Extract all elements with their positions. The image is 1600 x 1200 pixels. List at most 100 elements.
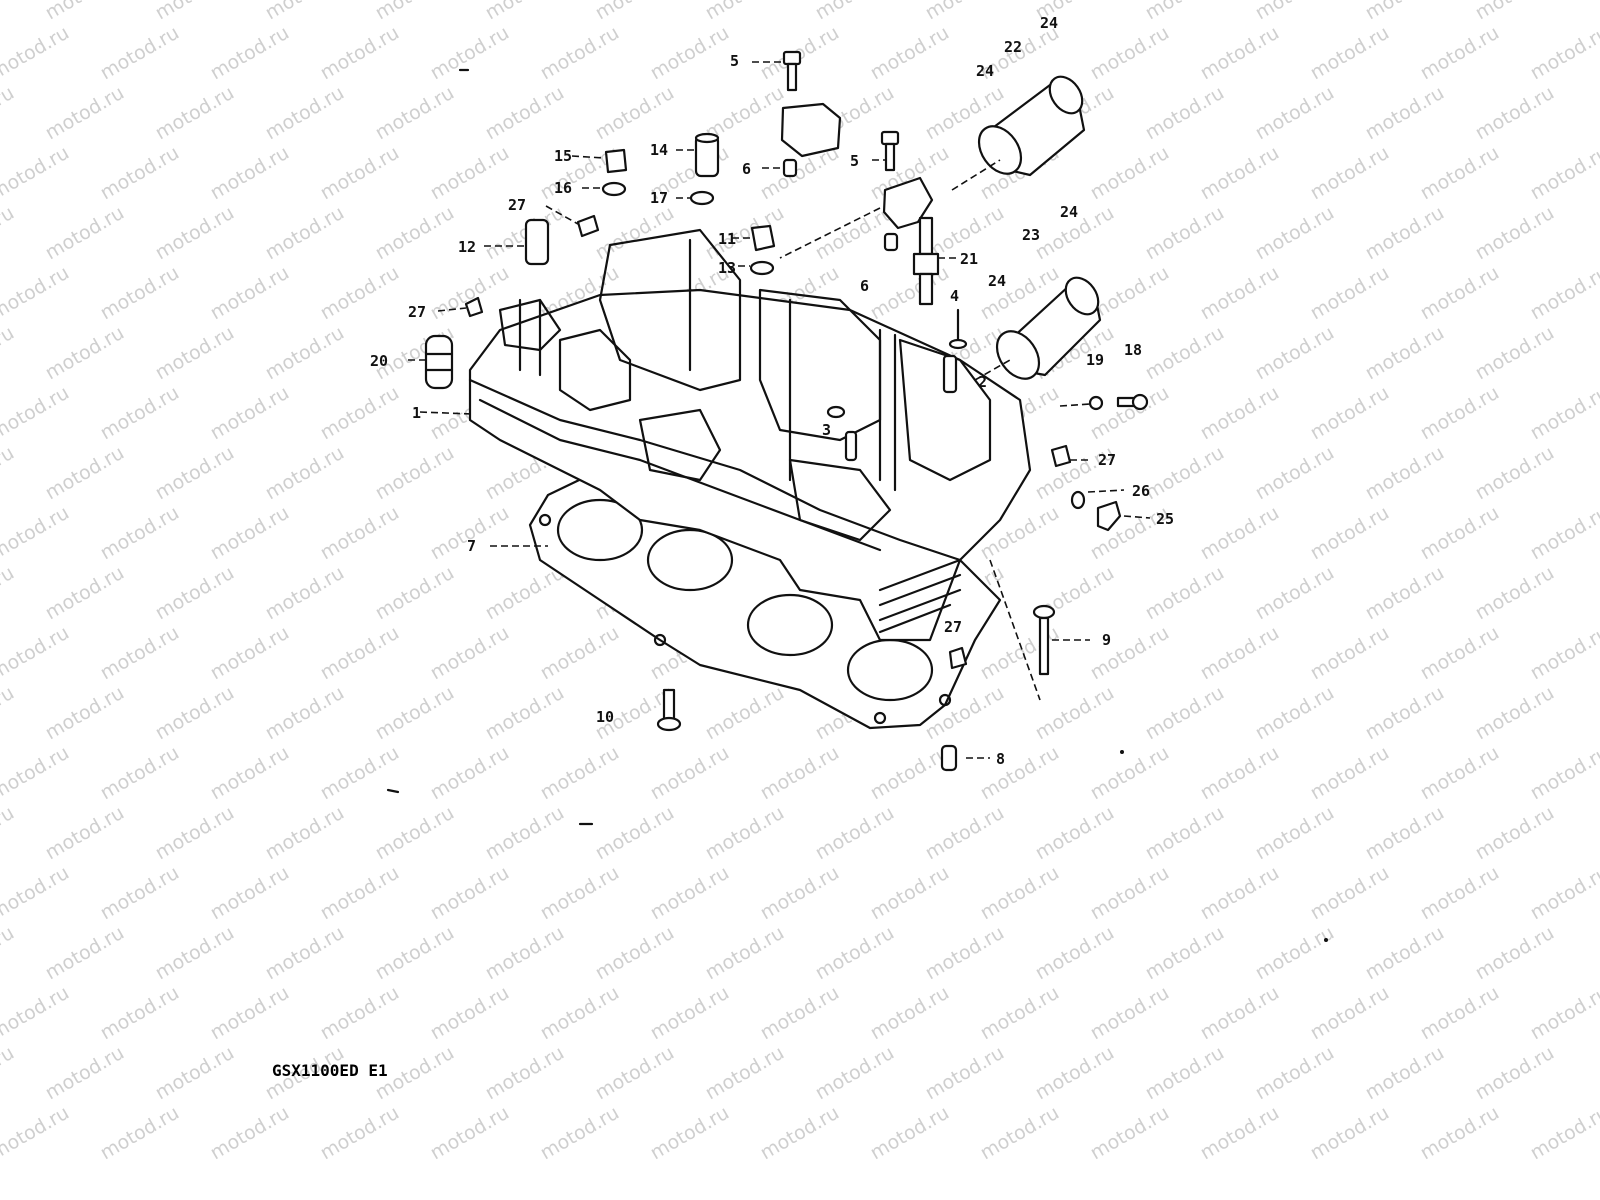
watermark-text: motod.ru	[1307, 262, 1393, 325]
watermark-text: motod.ru	[1527, 1102, 1600, 1165]
callout-label: 27	[408, 303, 426, 321]
watermark-text: motod.ru	[372, 82, 458, 145]
callout-label: 5	[850, 152, 859, 170]
watermark-text: motod.ru	[0, 742, 73, 805]
watermark-text: motod.ru	[1087, 982, 1173, 1045]
callout-label: 25	[1156, 510, 1174, 528]
watermark-text: motod.ru	[1032, 1042, 1118, 1105]
watermark-text: motod.ru	[372, 0, 458, 24]
watermark-text: motod.ru	[207, 862, 293, 925]
watermark-text: motod.ru	[1362, 0, 1448, 24]
watermark-text: motod.ru	[207, 262, 293, 325]
watermark-text: motod.ru	[1252, 562, 1338, 625]
watermark-text: motod.ru	[647, 1102, 733, 1165]
watermark-text: motod.ru	[317, 262, 403, 325]
watermark-text: motod.ru	[1417, 862, 1503, 925]
callout-label: 5	[730, 52, 739, 70]
watermark-text: motod.ru	[152, 202, 238, 265]
small-parts	[424, 50, 1149, 772]
watermark-text: motod.ru	[867, 1102, 953, 1165]
watermark-text: motod.ru	[592, 202, 678, 265]
watermark-text: motod.ru	[1417, 622, 1503, 685]
watermark-text: motod.ru	[867, 982, 953, 1045]
watermark-text: motod.ru	[1142, 922, 1228, 985]
watermark-text: motod.ru	[97, 982, 183, 1045]
watermark-text: motod.ru	[1307, 142, 1393, 205]
watermark-text: motod.ru	[1307, 862, 1393, 925]
watermark-text: motod.ru	[97, 142, 183, 205]
watermark-text: motod.ru	[152, 922, 238, 985]
head-gasket	[528, 468, 1002, 730]
watermark-text: motod.ru	[1142, 1042, 1228, 1105]
callout-label: 1	[412, 404, 421, 422]
watermark-text: motod.ru	[867, 22, 953, 85]
callout-label: 11	[718, 230, 736, 248]
watermark-text: motod.ru	[922, 802, 1008, 865]
callout-label: 27	[944, 618, 962, 636]
watermark-text: motod.ru	[427, 982, 513, 1045]
watermark-text: motod.ru	[1417, 22, 1503, 85]
watermark-text: motod.ru	[702, 922, 788, 985]
watermark-text: motod.ru	[1252, 802, 1338, 865]
watermark-text: motod.ru	[1087, 742, 1173, 805]
watermark-text: motod.ru	[1417, 142, 1503, 205]
watermark-text: motod.ru	[1307, 502, 1393, 565]
watermark-text: motod.ru	[1087, 862, 1173, 925]
watermark-text: motod.ru	[262, 322, 348, 385]
watermark-text: motod.ru	[0, 142, 73, 205]
watermark-text: motod.ru	[97, 382, 183, 445]
watermark-text: motod.ru	[977, 982, 1063, 1045]
watermark-text: motod.ru	[922, 0, 1008, 24]
watermark-text: motod.ru	[1527, 382, 1600, 445]
watermark-text: motod.ru	[1307, 22, 1393, 85]
watermark-text: motod.ru	[1472, 682, 1558, 745]
watermark-text: motod.ru	[482, 82, 568, 145]
watermark-text: motod.ru	[1527, 742, 1600, 805]
callout-label: 15	[554, 147, 572, 165]
watermark-text: motod.ru	[1142, 0, 1228, 24]
watermark-text: motod.ru	[1362, 562, 1448, 625]
watermark-text: motod.ru	[647, 742, 733, 805]
callout-label: 24	[976, 62, 994, 80]
watermark-text: motod.ru	[317, 382, 403, 445]
watermark-text: motod.ru	[207, 142, 293, 205]
watermark-text: motod.ru	[0, 382, 73, 445]
watermark-text: motod.ru	[1417, 982, 1503, 1045]
watermark-text: motod.ru	[427, 742, 513, 805]
watermark-text: motod.ru	[1142, 442, 1228, 505]
leader-lines	[408, 61, 1151, 759]
watermark-text: motod.ru	[262, 202, 348, 265]
watermark-text: motod.ru	[1197, 982, 1283, 1045]
watermark-text: motod.ru	[1087, 22, 1173, 85]
watermark-text: motod.ru	[482, 802, 568, 865]
watermark-text: motod.ru	[97, 1102, 183, 1165]
watermark-text: motod.ru	[152, 802, 238, 865]
watermark-text: motod.ru	[702, 0, 788, 24]
watermark-text: motod.ru	[207, 742, 293, 805]
watermark-text: motod.ru	[372, 682, 458, 745]
watermark-text: motod.ru	[1142, 562, 1228, 625]
watermark-text: motod.ru	[537, 22, 623, 85]
watermark-text: motod.ru	[1032, 802, 1118, 865]
watermark-text: motod.ru	[152, 0, 238, 24]
callout-label: 19	[1086, 351, 1104, 369]
watermark-text: motod.ru	[1527, 982, 1600, 1045]
watermark-text: motod.ru	[372, 442, 458, 505]
watermark-text: motod.ru	[0, 262, 73, 325]
watermark-text: motod.ru	[262, 562, 348, 625]
watermark-text: motod.ru	[0, 82, 18, 145]
watermark-text: motod.ru	[372, 562, 458, 625]
watermark-text: motod.ru	[867, 742, 953, 805]
watermark-text: motod.ru	[702, 1042, 788, 1105]
watermark-text: motod.ru	[592, 922, 678, 985]
callout-label: 16	[554, 179, 572, 197]
watermark-text: motod.ru	[42, 1042, 128, 1105]
watermark-text: motod.ru	[1417, 382, 1503, 445]
watermark-text: motod.ru	[1472, 0, 1558, 24]
callout-label: 26	[1132, 482, 1150, 500]
watermark-text: motod.ru	[0, 442, 18, 505]
watermark-text: motod.ru	[592, 82, 678, 145]
watermark-text: motod.ru	[1362, 442, 1448, 505]
watermark-text: motod.ru	[207, 502, 293, 565]
callout-label: 7	[467, 537, 476, 555]
